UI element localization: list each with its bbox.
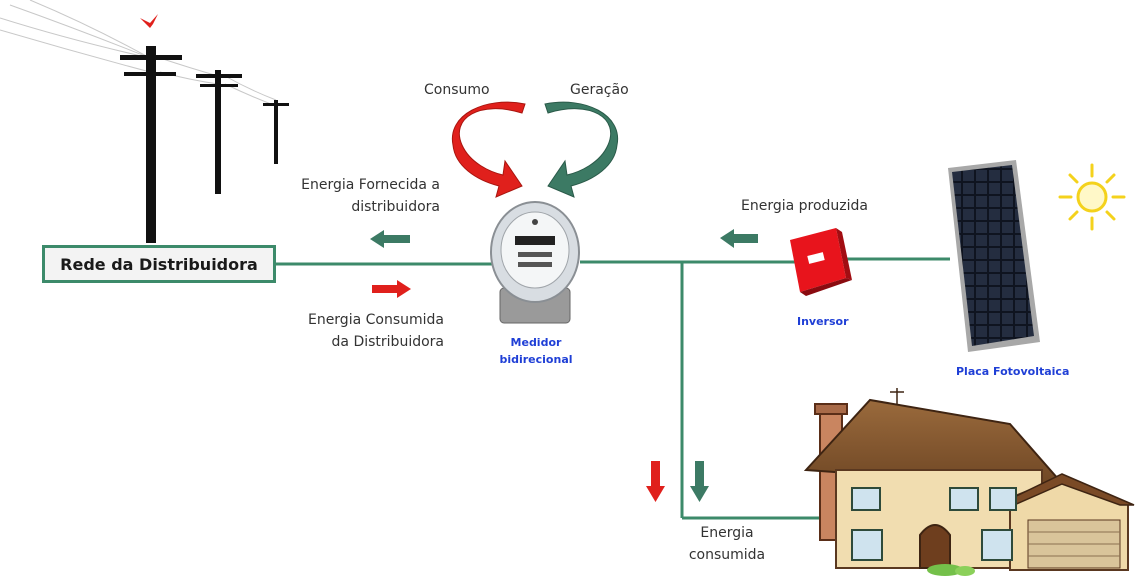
- medidor-caption-line-2: bidirecional: [499, 353, 573, 366]
- geracao-circular-arrow: [544, 101, 619, 198]
- energia-consumida-label: Energia consumida: [682, 522, 772, 566]
- energia-consumida-distribuidora-label: Energia Consumida da Distribuidora: [270, 309, 444, 353]
- power-lines-illustration: [0, 0, 289, 243]
- rede-distribuidora-box: Rede da Distribuidora: [42, 245, 276, 283]
- inverter-icon: [790, 228, 852, 296]
- energia-consumida-line-1: Energia: [700, 525, 754, 541]
- medidor-caption-line-1: Medidor: [510, 336, 562, 349]
- consumo-label: Consumo: [424, 82, 490, 98]
- solar-panel-icon: [948, 160, 1040, 352]
- energia-consumida-dist-line-2: da Distribuidora: [331, 334, 444, 350]
- energia-fornecida-line-1: Energia Fornecida a: [301, 177, 440, 193]
- energia-consumida-line-2: consumida: [688, 547, 766, 563]
- energia-fornecida-line-2: distribuidora: [351, 199, 440, 215]
- arrow-fornecida-left: [370, 230, 410, 248]
- rede-distribuidora-label: Rede da Distribuidora: [60, 254, 258, 274]
- inversor-caption: Inversor: [797, 315, 849, 328]
- placa-caption: Placa Fotovoltaica: [956, 365, 1070, 378]
- arrow-produzida-left: [720, 229, 758, 248]
- bird-icon: [140, 14, 158, 28]
- sun-icon: [1058, 163, 1126, 231]
- medidor-caption: Medidor bidirecional: [488, 334, 584, 368]
- meter-icon: [490, 201, 580, 324]
- arrow-consumida-down-red: [646, 461, 665, 502]
- energia-produzida-label: Energia produzida: [741, 198, 869, 214]
- arrow-consumida-down-green: [690, 461, 709, 502]
- house-icon: [803, 388, 1135, 576]
- arrow-consumida-right: [372, 280, 411, 298]
- geracao-label: Geração: [570, 82, 629, 98]
- consumo-circular-arrow: [451, 101, 526, 198]
- energia-consumida-dist-line-1: Energia Consumida: [307, 312, 444, 328]
- connection-lines: [276, 257, 950, 520]
- energia-fornecida-label: Energia Fornecida a distribuidora: [250, 174, 440, 218]
